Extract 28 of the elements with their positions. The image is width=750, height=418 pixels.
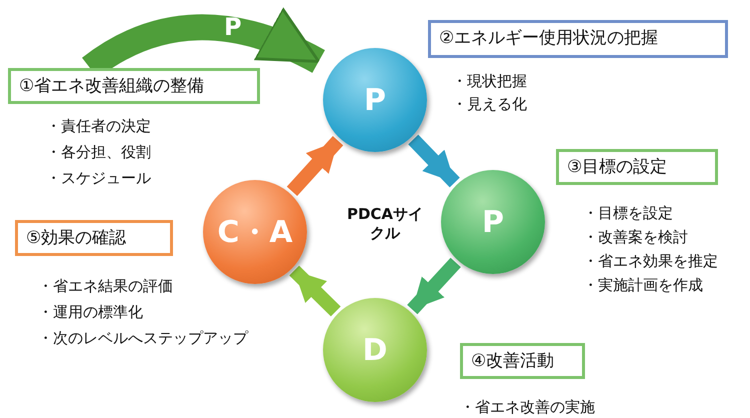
step-box: ④改善活動	[460, 343, 585, 379]
bullet-item: ・改善案を検討	[583, 228, 688, 246]
phase-circle: D	[323, 298, 427, 402]
step-box: ①省エネ改善組織の整備	[8, 68, 260, 104]
bullet-item: ・実施計画を作成	[583, 276, 703, 294]
bullet-item: ・運用の標準化	[38, 303, 143, 321]
bullet-item: ・目標を設定	[583, 204, 673, 222]
step-box: ②エネルギー使用状況の把握	[428, 20, 728, 58]
phase-circle: C・A	[203, 180, 307, 284]
arrow	[408, 134, 460, 188]
cycle-label: PDCAサイクル	[346, 205, 424, 243]
arrow	[286, 136, 344, 196]
bullet-item: ・次のレベルへステップアップ	[38, 329, 248, 347]
bullet-item: ・現状把握	[452, 72, 527, 90]
edge-label: P	[224, 14, 242, 40]
bullet-item: ・省エネ改善の実施	[460, 398, 595, 416]
bullet-item: ・責任者の決定	[46, 117, 151, 135]
bullet-item: ・各分担、役割	[46, 143, 151, 161]
step-box: ⑤効果の確認	[15, 220, 173, 256]
phase-circle: P	[441, 170, 545, 274]
bullet-item: ・スケジュール	[46, 169, 151, 187]
bullet-item: ・省エネ結果の評価	[38, 277, 173, 295]
arrow	[289, 266, 341, 316]
step-box: ③目標の設定	[556, 149, 718, 185]
bullet-item: ・省エネ効果を推定	[583, 252, 718, 270]
phase-circle: P	[323, 48, 427, 152]
bullet-item: ・見える化	[452, 95, 527, 113]
arrow	[407, 258, 461, 314]
